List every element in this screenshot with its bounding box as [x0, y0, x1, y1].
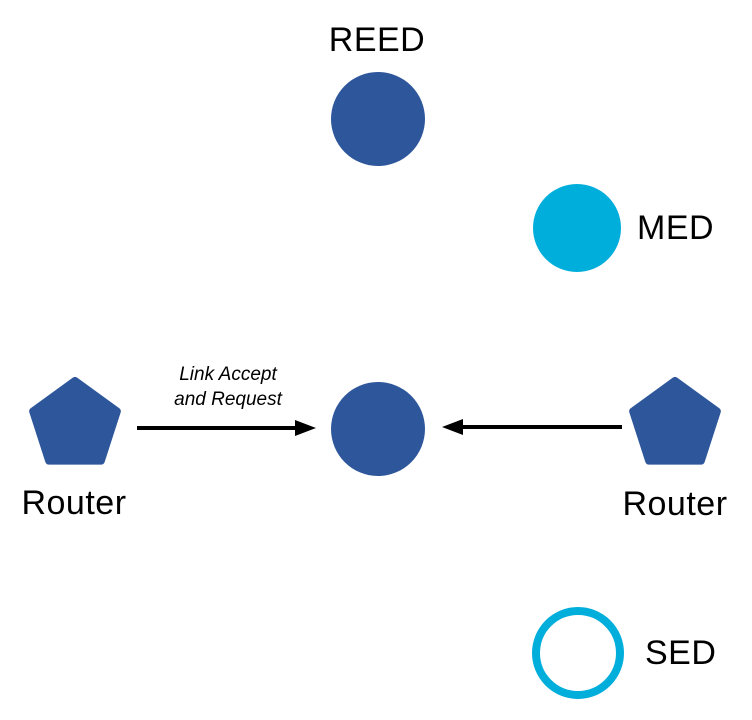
med-node-circle	[533, 184, 621, 272]
med-node-label: MED	[637, 209, 715, 247]
link-accept-request-annotation: Link Accept and Request	[174, 364, 282, 410]
arrow-right-router-to-center	[442, 419, 622, 435]
sed-node-circle	[532, 607, 624, 699]
sed-node-label: SED	[645, 634, 717, 672]
router-left-node-label: Router	[21, 484, 127, 522]
router-right-node-label: Router	[622, 485, 728, 523]
arrow-right-head-icon	[442, 419, 463, 435]
reed-node-label: REED	[328, 21, 426, 59]
router-right-pentagon	[629, 377, 721, 465]
router-left-pentagon	[29, 377, 121, 465]
reed-node-circle	[331, 72, 425, 166]
arrow-left-head-icon	[295, 420, 316, 436]
arrow-left-router-to-center	[137, 420, 316, 436]
center-node-circle	[331, 382, 425, 476]
